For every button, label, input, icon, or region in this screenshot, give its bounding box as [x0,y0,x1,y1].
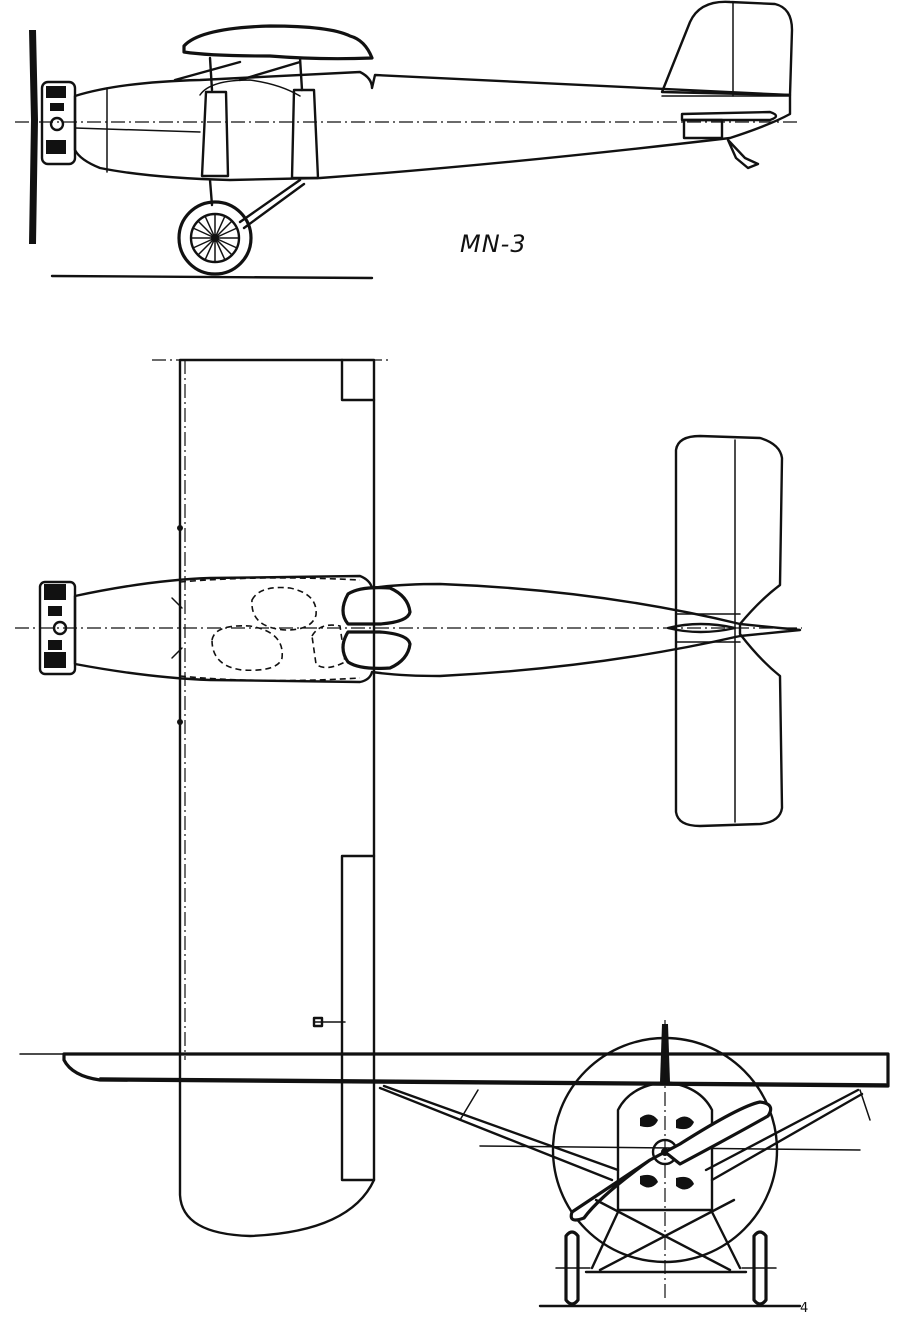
top-view [15,358,802,1238]
side-engine-cowl [40,80,77,166]
front-view: 4 [19,1020,890,1316]
model-label: MN-3 [460,230,527,258]
side-wing [182,24,374,61]
top-windscreen [341,586,412,626]
top-aileron-lower [340,854,376,1182]
top-wing [178,358,376,1238]
top-engine [38,580,77,676]
front-strut-left [378,1086,614,1182]
front-strut-right [704,1088,860,1172]
side-tailplane [680,110,778,122]
front-wheel-right [752,1230,768,1306]
front-gear-right [710,1210,742,1270]
side-ground-line [50,274,374,280]
side-view: MN-3 [15,0,800,280]
side-cabane-left [200,90,230,178]
front-gear-left [590,1210,620,1270]
front-wing [62,1052,890,1088]
top-aileron-upper [340,358,376,402]
top-fuselage [73,574,802,684]
front-fuselage [616,1080,714,1212]
front-propeller [569,1100,773,1222]
top-tailplane [674,434,784,828]
side-fuselage [73,70,792,182]
side-tail-skid [726,138,760,170]
side-cabane-right [290,88,320,180]
side-fin [660,0,794,97]
front-wheel-left [564,1230,580,1306]
side-wheel [177,200,253,276]
corner-mark: 4 [800,1301,808,1316]
top-cockpit-front [251,586,317,631]
side-propeller [29,30,38,244]
